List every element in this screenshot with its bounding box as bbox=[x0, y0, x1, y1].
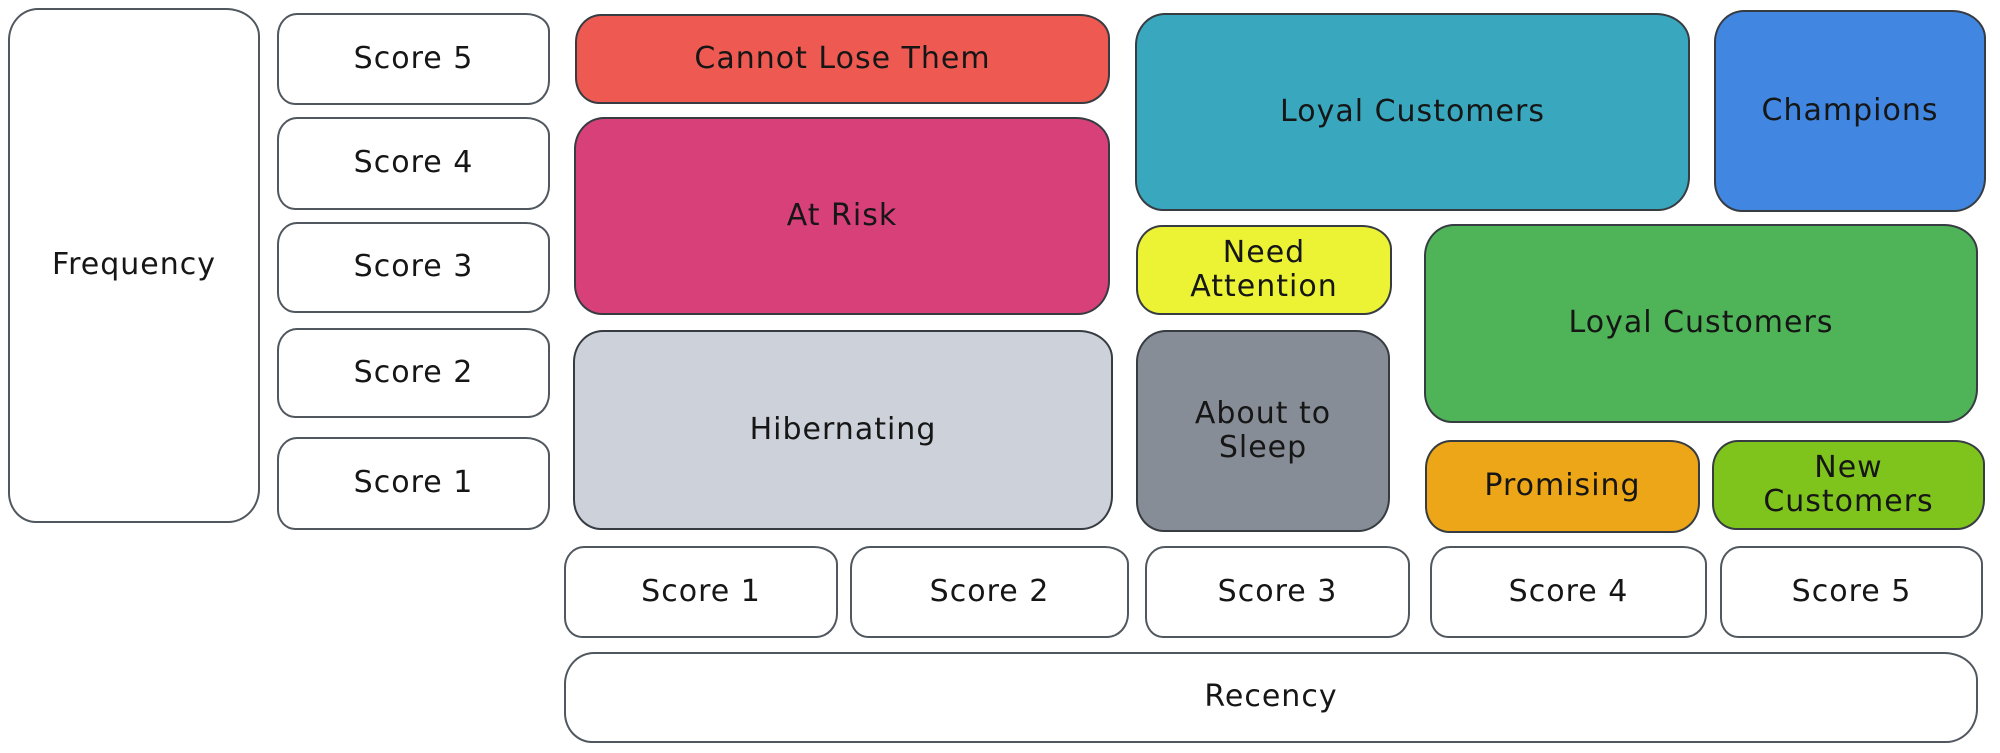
segment-new-customers-r5-f1: New Customers bbox=[1712, 440, 1985, 530]
segment-need-attention-r3-f3: Need Attention bbox=[1136, 225, 1392, 315]
segment-about-to-sleep-r3-f1-2-label: About to Sleep bbox=[1194, 395, 1332, 465]
frequency-axis-label-box: Frequency bbox=[8, 8, 260, 523]
segment-cannot-lose-them-r1-2-f5-label: Cannot Lose Them bbox=[694, 40, 991, 76]
segment-promising-r4-f1-label: Promising bbox=[1484, 468, 1641, 504]
recency-score-3: Score 3 bbox=[1145, 546, 1410, 638]
recency-score-2-label: Score 2 bbox=[929, 573, 1050, 609]
segment-at-risk-r1-2-f3-4: At Risk bbox=[574, 117, 1110, 315]
segment-hibernating-r1-2-f1-2: Hibernating bbox=[573, 330, 1113, 530]
frequency-score-1: Score 1 bbox=[277, 437, 550, 530]
recency-score-1: Score 1 bbox=[564, 546, 838, 638]
segment-promising-r4-f1: Promising bbox=[1425, 440, 1700, 533]
segment-need-attention-r3-f3-label: Need Attention bbox=[1190, 234, 1338, 304]
frequency-score-5-label: Score 5 bbox=[353, 40, 474, 76]
segment-new-customers-r5-f1-label: New Customers bbox=[1763, 449, 1934, 519]
segment-champions-r5-f4-5: Champions bbox=[1714, 10, 1986, 212]
segment-about-to-sleep-r3-f1-2: About to Sleep bbox=[1136, 330, 1390, 532]
segment-loyal-customers-r3-4-f4-5: Loyal Customers bbox=[1135, 13, 1690, 211]
recency-score-2: Score 2 bbox=[850, 546, 1129, 638]
frequency-score-2: Score 2 bbox=[277, 328, 550, 418]
recency-score-4-label: Score 4 bbox=[1508, 573, 1629, 609]
recency-score-4: Score 4 bbox=[1430, 546, 1707, 638]
segment-loyal-customers-r4-5-f2-3-label: Loyal Customers bbox=[1568, 305, 1834, 341]
segment-loyal-customers-r4-5-f2-3: Loyal Customers bbox=[1424, 224, 1978, 423]
frequency-score-2-label: Score 2 bbox=[353, 354, 474, 390]
recency-score-5: Score 5 bbox=[1720, 546, 1983, 638]
recency-axis-label-box: Recency bbox=[564, 652, 1978, 743]
frequency-score-5: Score 5 bbox=[277, 13, 550, 105]
segment-hibernating-r1-2-f1-2-label: Hibernating bbox=[749, 411, 937, 447]
frequency-score-1-label: Score 1 bbox=[353, 465, 474, 501]
frequency-score-4: Score 4 bbox=[277, 117, 550, 210]
frequency-score-4-label: Score 4 bbox=[353, 145, 474, 181]
recency-axis-label: Recency bbox=[1204, 679, 1338, 715]
recency-score-1-label: Score 1 bbox=[641, 573, 761, 609]
segment-loyal-customers-r3-4-f4-5-label: Loyal Customers bbox=[1280, 93, 1545, 129]
segment-cannot-lose-them-r1-2-f5: Cannot Lose Them bbox=[575, 14, 1110, 104]
frequency-score-3: Score 3 bbox=[277, 222, 550, 313]
frequency-score-3-label: Score 3 bbox=[353, 249, 474, 285]
segment-champions-r5-f4-5-label: Champions bbox=[1761, 92, 1939, 128]
frequency-axis-label: Frequency bbox=[52, 247, 216, 283]
recency-score-5-label: Score 5 bbox=[1791, 573, 1912, 609]
segment-at-risk-r1-2-f3-4-label: At Risk bbox=[786, 197, 898, 233]
recency-score-3-label: Score 3 bbox=[1217, 573, 1338, 609]
